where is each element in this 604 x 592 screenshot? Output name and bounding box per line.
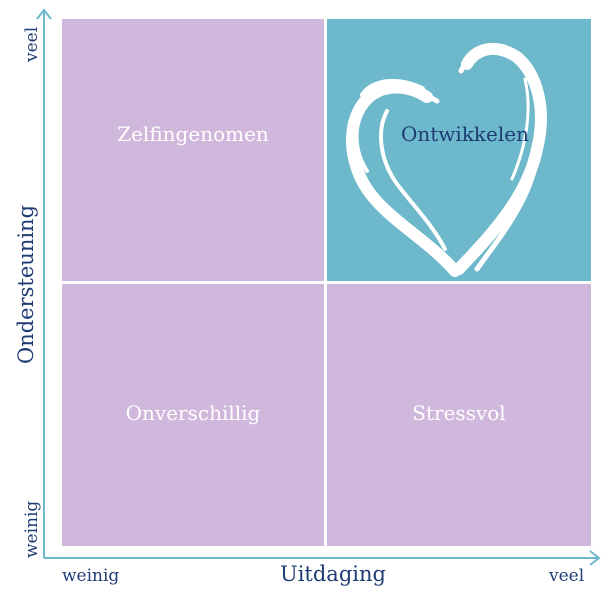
quadrant-label-onverschillig: Onverschillig [125,401,261,425]
quadrant-label-stressvol: Stressvol [412,401,506,425]
quadrant-label-zelfingenomen: Zelfingenomen [117,122,269,146]
quadrant-bottom-right: Stressvol [327,284,591,546]
x-axis-high-label: veel [549,566,585,586]
y-axis-high-label: veel [22,26,42,62]
y-axis-arrow-icon [36,8,52,20]
x-axis-low-label: weinig [62,566,120,586]
quadrant-top-right: Ontwikkelen [327,19,591,281]
y-axis-title: Ondersteuning [14,204,38,364]
quadrant-top-left: Zelfingenomen [62,19,324,281]
y-axis-low-label: weinig [22,500,42,558]
heart-brushstroke-icon [346,43,547,277]
quadrant-label-ontwikkelen: Ontwikkelen [400,122,530,146]
quadrant-bottom-left: Onverschillig [62,284,324,546]
x-axis-arrow-icon [589,550,601,566]
x-axis-title: Uitdaging [280,562,386,586]
